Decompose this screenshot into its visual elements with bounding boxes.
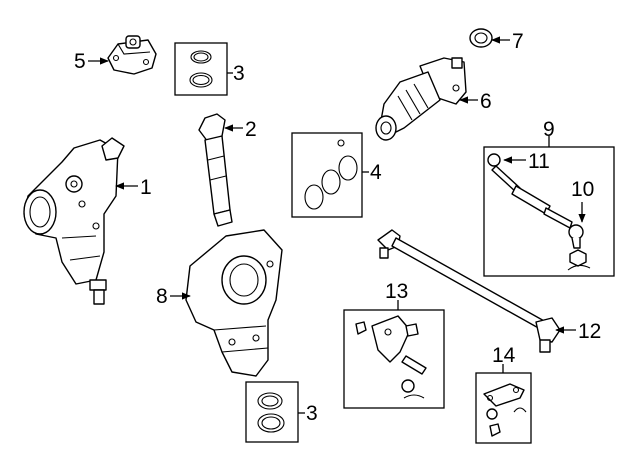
part-12-drag-link [377, 229, 561, 353]
callout-7: 7 [491, 30, 524, 53]
callout-7-label: 7 [512, 30, 524, 53]
callout-12: 12 [555, 320, 601, 343]
callout-13-label: 13 [385, 280, 408, 303]
callout-5-label: 5 [74, 50, 86, 73]
part-9-tie-rod-box [483, 136, 615, 277]
callout-4: 4 [362, 161, 382, 184]
callout-6: 6 [459, 90, 492, 113]
callout-6-label: 6 [480, 90, 492, 113]
callout-3-top: 3 [227, 62, 245, 85]
callout-4-label: 4 [370, 161, 382, 184]
callout-2-label: 2 [245, 118, 257, 141]
callout-5: 5 [74, 50, 109, 73]
callout-8: 8 [156, 285, 191, 308]
callout-10-label: 10 [571, 178, 594, 201]
part-3-seal-kit-top [174, 42, 228, 96]
callout-10: 10 [571, 178, 594, 223]
callout-12-label: 12 [578, 320, 601, 343]
part-4-seal-set [291, 132, 363, 218]
callout-1-label: 1 [140, 176, 152, 199]
callout-9: 9 [543, 118, 555, 141]
part-1-steering-gear [23, 137, 125, 305]
callout-13: 13 [385, 280, 408, 303]
part-13-linkage-kit [343, 300, 445, 409]
part-7-seal [469, 28, 493, 48]
callout-11: 11 [503, 150, 550, 173]
callout-3-top-label: 3 [233, 62, 245, 85]
callout-2: 2 [224, 118, 257, 141]
callout-3-bottom: 3 [298, 402, 318, 425]
part-8-gear-housing [185, 229, 283, 377]
part-3-seal-kit-bottom [245, 381, 299, 443]
part-14-link-kit [475, 364, 532, 444]
callout-8-label: 8 [156, 285, 168, 308]
callout-9-label: 9 [543, 118, 555, 141]
part-2-valve [198, 113, 233, 227]
callout-14-label: 14 [492, 344, 516, 367]
part-5-mount [107, 35, 157, 75]
part-6-power-cylinder [375, 57, 467, 141]
callout-14: 14 [492, 344, 516, 367]
callout-11-label: 11 [528, 150, 550, 173]
callout-1: 1 [115, 176, 152, 199]
callout-3-bottom-label: 3 [306, 402, 318, 425]
